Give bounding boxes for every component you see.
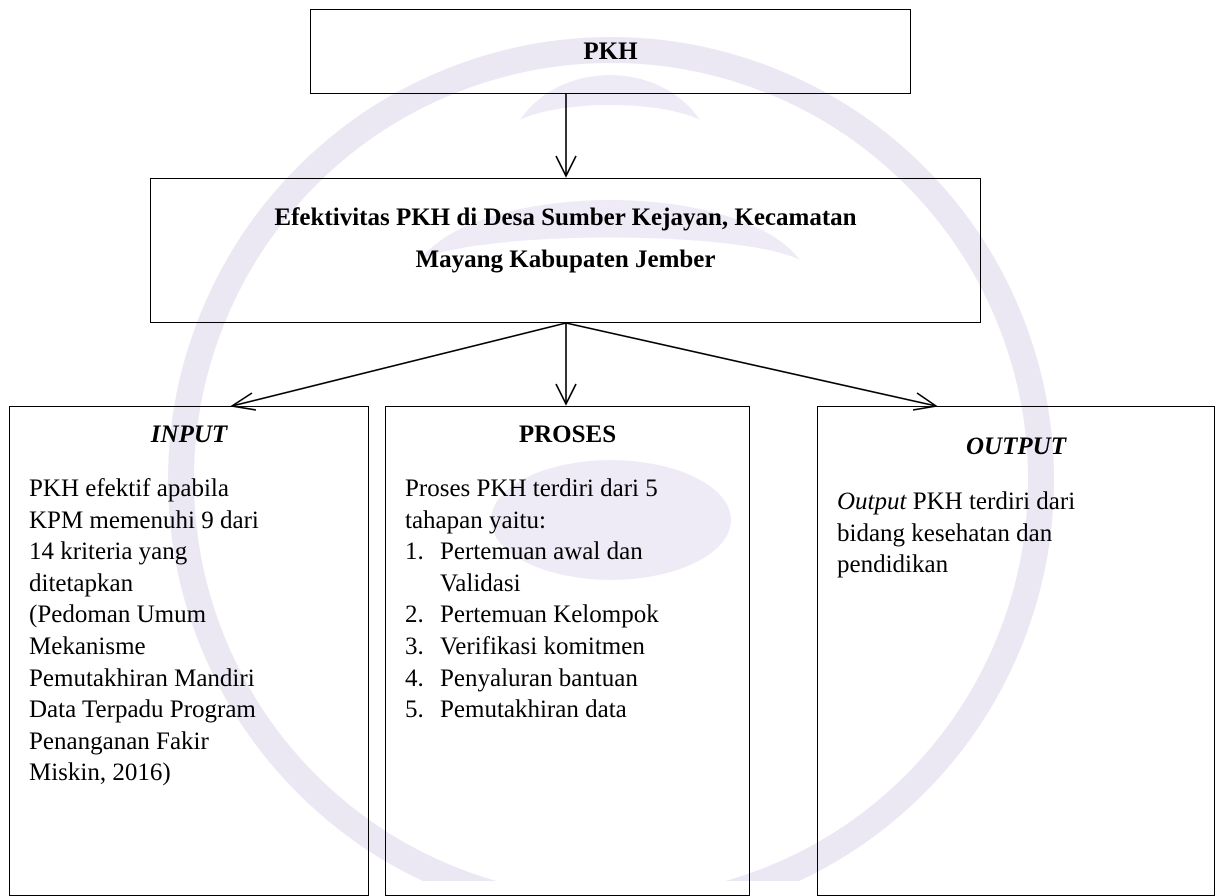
input-heading: INPUT [150, 421, 228, 448]
input-line: KPM memenuhi 9 dari [29, 506, 259, 534]
proses-box: PROSES Proses PKH terdiri dari 5 tahapan… [385, 406, 750, 896]
step-number: 2. [405, 601, 424, 629]
step-text: Pertemuan Kelompok [440, 601, 659, 629]
step-text: Pemutakhiran data [440, 696, 627, 724]
input-line: PKH efektif apabila [29, 475, 229, 502]
step-number: 4. [405, 664, 424, 692]
proses-intro-line1: Proses PKH terdiri dari 5 [405, 475, 658, 502]
efektivitas-box: Efektivitas PKH di Desa Sumber Kejayan, … [150, 178, 981, 323]
arrow-to-output [565, 322, 937, 407]
input-body: PKH efektif apabila KPM memenuhi 9 dari … [29, 473, 359, 789]
output-line3: pendidikan [837, 551, 949, 579]
input-box: INPUT PKH efektif apabila KPM memenuhi 9… [9, 406, 369, 896]
output-emph: Output [837, 488, 907, 515]
step-text: Pertemuan awal dan [440, 538, 643, 566]
list-item: 3. Verifikasi komitmen [405, 631, 745, 663]
input-line: Penanganan Fakir [29, 727, 209, 755]
input-line: Miskin, 2016) [29, 759, 171, 787]
input-line: 14 kriteria yang [29, 538, 188, 566]
proses-body: Proses PKH terdiri dari 5 tahapan yaitu:… [405, 473, 745, 726]
efektivitas-title: Efektivitas PKH di Desa Sumber Kejayan, … [161, 197, 970, 281]
step-number: 5. [405, 696, 424, 724]
efektivitas-title-line2: Mayang Kabupaten Jember [415, 246, 716, 273]
step-text-continued: Validasi [440, 569, 521, 597]
input-line: Mekanisme [29, 632, 146, 660]
list-item: 4. Penyaluran bantuan [405, 663, 745, 695]
step-number: 3. [405, 632, 424, 660]
proses-intro-line2: tahapan yaitu: [405, 506, 546, 534]
output-heading: OUTPUT [966, 433, 1066, 460]
input-line: (Pedoman Umum [29, 601, 207, 629]
efektivitas-title-line1: Efektivitas PKH di Desa Sumber Kejayan, … [274, 204, 857, 231]
proses-heading: PROSES [518, 421, 617, 448]
output-line1: Output PKH terdiri dari [837, 486, 1207, 518]
pkh-title: PKH [583, 38, 638, 65]
input-line: ditetapkan [29, 569, 134, 597]
output-box: OUTPUT Output PKH terdiri dari bidang ke… [817, 406, 1215, 896]
list-item: 5. Pemutakhiran data [405, 694, 745, 726]
list-item: 1. Pertemuan awal dan Validasi [405, 536, 745, 599]
output-line2: bidang kesehatan dan [837, 519, 1053, 547]
list-item: 2. Pertemuan Kelompok [405, 599, 745, 631]
output-line1-rest: PKH terdiri dari [906, 488, 1076, 515]
proses-steps-list: 1. Pertemuan awal dan Validasi 2. Pertem… [405, 536, 745, 726]
input-line: Data Terpadu Program [29, 696, 256, 724]
arrow-to-input [231, 322, 567, 407]
step-text: Verifikasi komitmen [440, 632, 645, 660]
step-text: Penyaluran bantuan [440, 664, 638, 692]
output-body: Output PKH terdiri dari bidang kesehatan… [837, 486, 1207, 581]
step-number: 1. [405, 538, 424, 566]
input-line: Pemutakhiran Mandiri [29, 664, 255, 692]
pkh-box: PKH [310, 9, 911, 94]
